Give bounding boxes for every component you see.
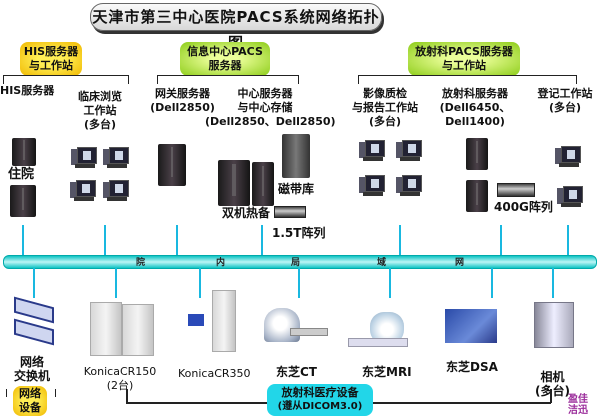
- device-bracket-left: [126, 389, 128, 403]
- group-medical-devices: 放射科医疗设备 (遵从DICOM3.0): [267, 384, 373, 416]
- reg-ws-label: 登记工作站(多台): [537, 87, 593, 114]
- tape-library-icon: [282, 134, 310, 178]
- hospital-lan-bus: 院 内 局 域 网: [3, 255, 597, 269]
- switch-icon: [14, 318, 54, 346]
- connector: [33, 268, 35, 298]
- qc-pc-icon: [359, 140, 385, 162]
- dual-server-2-icon: [252, 162, 274, 206]
- his-server-2-icon: [10, 185, 36, 217]
- dsa-icon: [445, 309, 497, 343]
- array-15t-icon: [274, 206, 306, 218]
- rad-server-label: 放射科服务器(Dell6450、Dell1400): [439, 87, 511, 128]
- clinical-pc-icon: [71, 147, 97, 169]
- array-400g-icon: [497, 183, 535, 197]
- lan-char: 内: [216, 258, 226, 268]
- mri-table-icon: [348, 338, 408, 347]
- cr150-1-icon: [90, 302, 122, 356]
- connector: [104, 225, 106, 256]
- connector: [552, 268, 554, 298]
- camera-printer-icon: [534, 302, 574, 348]
- group-rad-line2: 与工作站: [442, 59, 486, 72]
- dsa-label: 东芝DSA: [446, 360, 498, 374]
- group-his: HIS服务器 与工作站: [20, 42, 82, 76]
- connector: [298, 268, 300, 298]
- reg-pc-icon: [557, 186, 583, 208]
- connector: [389, 268, 391, 298]
- group-rad-line1: 放射科PACS服务器: [415, 45, 513, 58]
- connector: [399, 225, 401, 256]
- array-15t-label: 1.5T阵列: [272, 226, 326, 240]
- lan-char: 院: [136, 258, 146, 268]
- switch-label: 网络交换机: [14, 355, 51, 383]
- lan-char: 局: [291, 258, 301, 268]
- clinical-pc-icon: [103, 147, 129, 169]
- dual-hot-backup-label: 双机热备: [222, 206, 271, 220]
- group-network-device: 网络设备: [13, 386, 47, 416]
- watermark: 盈佳洁迅: [568, 394, 588, 416]
- group-his-line1: HIS服务器: [23, 45, 79, 58]
- qc-pc-icon: [359, 175, 385, 197]
- his-bracket: [3, 75, 129, 84]
- device-bracket-right: [550, 389, 552, 403]
- gateway-server-icon: [158, 144, 186, 186]
- connector: [491, 268, 493, 298]
- network-bracket: [6, 389, 56, 397]
- group-radiology: 放射科PACS服务器 与工作站: [408, 42, 520, 76]
- lan-char: 域: [377, 258, 387, 268]
- connector: [199, 268, 201, 298]
- inpatient-label: 住院: [8, 167, 35, 182]
- cr150-label: KonicaCR150(2台): [83, 365, 157, 392]
- camera-label: 相机(多台): [535, 370, 570, 398]
- qc-pc-icon: [396, 140, 422, 162]
- gateway-label: 网关服务器(Dell2850): [150, 87, 215, 114]
- clinical-ws-label: 临床浏览工作站(多台): [78, 90, 122, 131]
- group-info-line1: 信息中心PACS: [187, 45, 263, 58]
- rad-server-1-icon: [466, 138, 488, 170]
- central-label: 中心服务器与中心存储(Dell2850、Dell2850): [205, 87, 336, 128]
- cr150-2-icon: [122, 304, 154, 356]
- connector: [261, 225, 263, 256]
- connector: [176, 225, 178, 256]
- info-bracket: [157, 75, 299, 84]
- rad-server-2-icon: [466, 180, 488, 212]
- diagram-title: 天津市第三中心医院PACS系统网络拓扑图: [90, 3, 382, 52]
- rad-bracket: [358, 75, 577, 84]
- cr350-icon: [212, 290, 236, 352]
- dual-server-1-icon: [218, 160, 250, 206]
- group-info-line2: 服务器: [208, 59, 242, 72]
- ct-label: 东芝CT: [276, 365, 317, 379]
- connector: [22, 225, 24, 256]
- reg-pc-icon: [555, 146, 581, 168]
- array-400g-label: 400G阵列: [494, 200, 553, 214]
- connector: [115, 268, 117, 298]
- ct-table-icon: [290, 328, 328, 336]
- mri-label: 东芝MRI: [362, 365, 412, 379]
- connector: [500, 225, 502, 256]
- group-his-line2: 与工作站: [29, 59, 73, 72]
- qc-pc-icon: [396, 175, 422, 197]
- clinical-pc-icon: [70, 180, 96, 202]
- cr350-label: KonicaCR350: [178, 367, 251, 380]
- lan-char: 网: [455, 258, 465, 268]
- cr350-monitor-icon: [188, 314, 204, 326]
- his-server-label: HIS服务器: [0, 84, 55, 97]
- group-info-center: 信息中心PACS 服务器: [180, 42, 270, 76]
- connector: [567, 225, 569, 256]
- clinical-pc-icon: [103, 180, 129, 202]
- ct-scanner-icon: [264, 308, 300, 342]
- his-server-icon: [12, 138, 36, 166]
- qc-ws-label: 影像质检与报告工作站(多台): [352, 87, 418, 128]
- tape-library-label: 磁带库: [278, 182, 315, 196]
